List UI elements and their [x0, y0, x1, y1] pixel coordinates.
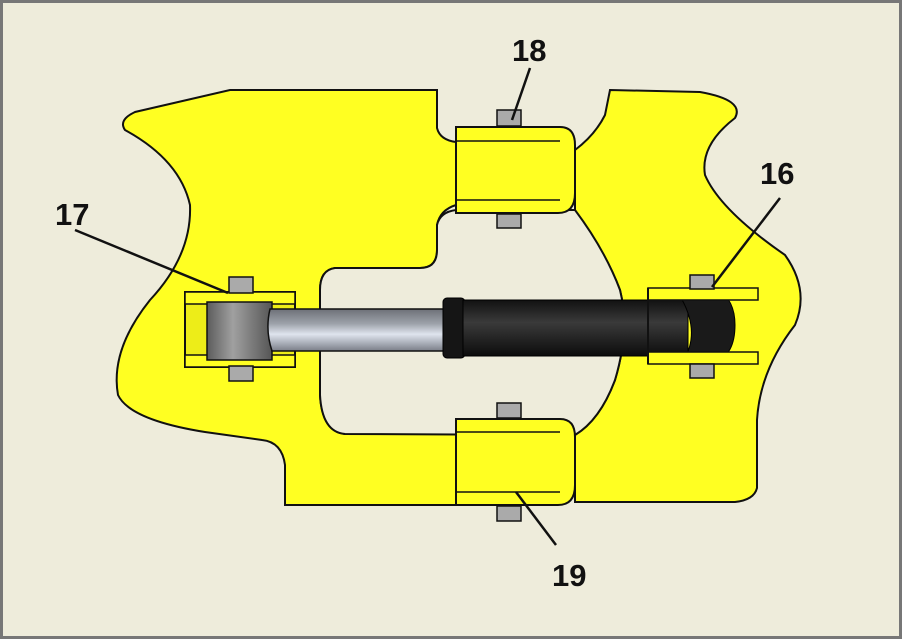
nut-icon — [689, 363, 715, 379]
leader-line-17 — [74, 228, 229, 295]
bolt-head-icon — [689, 274, 715, 290]
label-17: 17 — [55, 197, 89, 232]
leader-line-19 — [515, 491, 557, 546]
piston-rod — [267, 308, 449, 352]
label-18: 18 — [512, 33, 546, 68]
label-19: 19 — [552, 558, 586, 593]
upper-clevis — [455, 109, 576, 229]
bolt-head-icon — [496, 109, 522, 127]
left-bracket — [184, 276, 296, 382]
nut-icon — [496, 213, 522, 229]
bolt-head-icon — [228, 276, 254, 294]
hydraulic-cylinder — [442, 289, 736, 363]
nut-icon — [228, 365, 254, 382]
leader-line-16 — [711, 197, 781, 288]
leader-line-18 — [510, 67, 532, 121]
label-16: 16 — [760, 156, 794, 191]
lower-clevis — [455, 402, 576, 522]
right-bracket — [647, 274, 759, 379]
nut-icon — [496, 505, 522, 522]
bolt-head-icon — [496, 402, 522, 419]
